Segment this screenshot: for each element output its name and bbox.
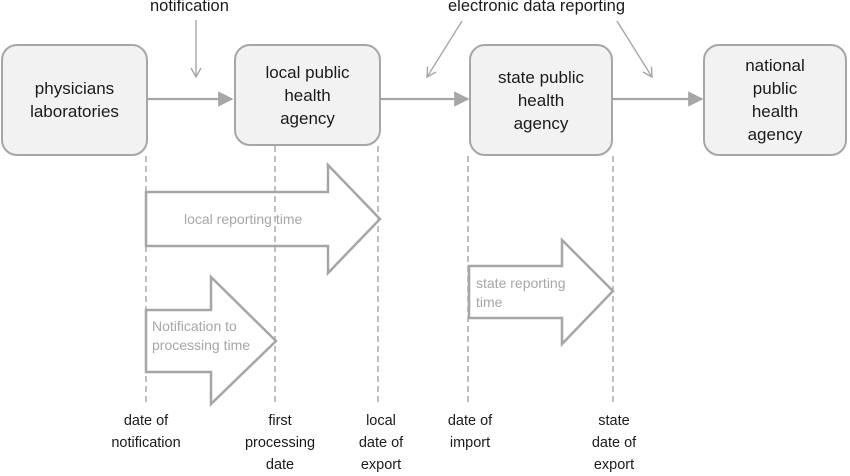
label-line: export (360, 457, 402, 473)
physicians-laboratories-box: physicians laboratories (1, 44, 148, 156)
box-line: national (745, 56, 805, 75)
local-date-of-export-label: local date of export (345, 410, 417, 476)
local-reporting-time-arrow (144, 161, 382, 277)
first-processing-date-label: first processing date (240, 410, 320, 476)
box-line: agency (513, 113, 569, 133)
box-line: local public (265, 62, 350, 82)
reporting-pointer-arrow-left (426, 20, 463, 79)
arrow-text-line: Notification to (152, 318, 237, 334)
label-line: processing (244, 435, 316, 451)
label-line: state (598, 413, 630, 429)
label-line: notification (111, 435, 181, 451)
notification-to-processing-arrow (144, 274, 278, 407)
reporting-pointer-arrow-right (616, 20, 653, 79)
box-line: physicians (34, 79, 115, 98)
box-line: health (284, 85, 331, 105)
state-public-health-agency-box: state public health agency (469, 44, 613, 156)
label-line: date (265, 457, 295, 473)
label-line: date of (358, 435, 404, 451)
notification-to-processing-label: Notification to processing time (152, 317, 250, 355)
date-of-import-label: date of import (434, 410, 506, 454)
label-line: import (449, 435, 491, 451)
label-line: date of (123, 413, 169, 429)
label-line: first (268, 413, 292, 429)
box-line: agency (280, 108, 335, 128)
state-reporting-time-arrow (467, 236, 615, 348)
box-line: health (751, 102, 799, 121)
local-public-health-agency-box: local public health agency (234, 44, 381, 146)
date-of-notification-label: date of notification (96, 410, 196, 454)
label-line: export (593, 457, 635, 473)
state-reporting-time-label: state reporting time (476, 274, 566, 312)
arrow-text-line: processing time (152, 337, 251, 353)
state-date-of-export-label: state date of export (578, 410, 650, 476)
local-reporting-time-label: local reporting time (184, 211, 303, 227)
arrow-text-line: time (476, 294, 503, 310)
notification-label: notification (150, 0, 229, 15)
box-line: state public (498, 67, 584, 87)
box-line: laboratories (30, 102, 119, 121)
box-line: agency (747, 125, 803, 144)
box-line: health (517, 90, 565, 110)
label-line: local (366, 413, 396, 429)
electronic-data-reporting-label: electronic data reporting (448, 0, 626, 15)
arrow-text-line: state reporting (476, 275, 566, 291)
box-line: public (752, 79, 798, 98)
label-line: date of (447, 413, 493, 429)
national-public-health-agency-box: national public health agency (703, 44, 847, 156)
label-line: date of (591, 435, 637, 451)
